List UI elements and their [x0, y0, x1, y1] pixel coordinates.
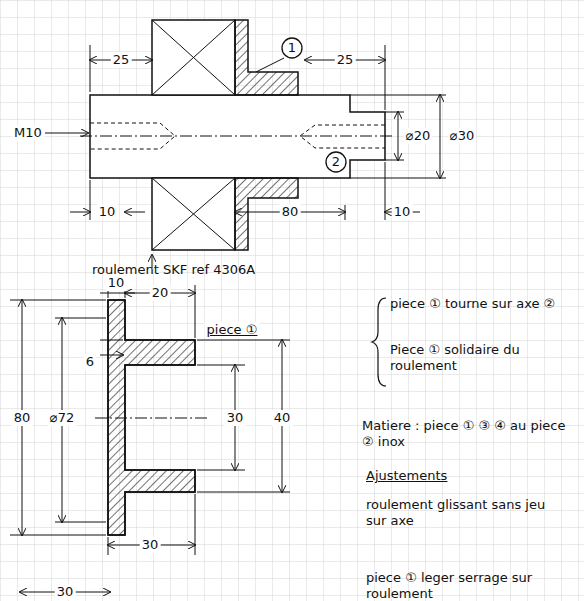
callout-circle: 1: [281, 37, 303, 59]
note-text: piece ① leger serrage sur roulement: [366, 570, 576, 601]
dimension-label: 10: [97, 204, 118, 220]
dimension-label: 25: [111, 52, 132, 68]
dimension-label: ⌀72: [48, 410, 76, 426]
note-text: Ajustements: [366, 468, 566, 484]
dimension-label: M10: [12, 125, 44, 141]
callout-circle: 2: [325, 151, 347, 173]
note-text: Piece ① solidaire du roulement: [390, 342, 570, 374]
dimension-label: 10: [106, 275, 127, 291]
callout-number: 2: [325, 151, 347, 173]
dimension-label: 30: [225, 410, 246, 426]
dimension-label: 20: [150, 285, 171, 301]
note-text: roulement SKF ref 4306A: [92, 262, 352, 278]
dimension-label: 30: [140, 537, 161, 553]
dimension-label: 25: [335, 52, 356, 68]
callout-number: 1: [281, 37, 303, 59]
dimension-label: ⌀20: [404, 128, 432, 144]
note-text: roulement glissant sans jeu sur axe: [366, 497, 566, 529]
note-text: Matiere : piece ① ③ ④ au piece ② inox: [362, 418, 577, 450]
dimension-label: 10: [392, 204, 413, 220]
dimension-label: 30: [55, 584, 76, 600]
dimension-label: 40: [272, 410, 293, 426]
dimension-label: 80: [280, 204, 301, 220]
dimension-label: ⌀30: [448, 128, 476, 144]
note-text: piece ① tourne sur axe ②: [390, 296, 570, 312]
dimension-label: 80: [12, 410, 33, 426]
dimension-label: 6: [84, 354, 96, 370]
dimension-label: piece ①: [205, 322, 260, 338]
